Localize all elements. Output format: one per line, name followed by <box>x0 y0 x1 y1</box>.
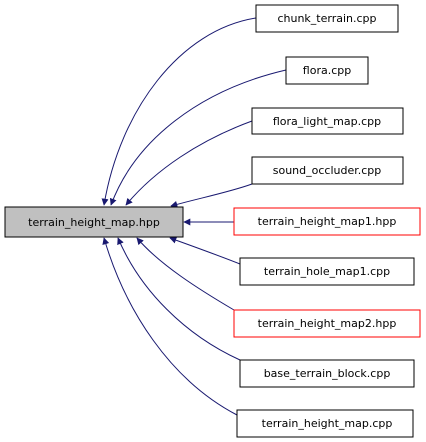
edge-base-terrain-block <box>117 237 241 361</box>
node-label: terrain_height_map2.hpp <box>258 317 397 330</box>
edge-sound-occluder <box>170 183 253 208</box>
edge-flora <box>109 69 287 206</box>
edge-terrain-hole-map1 <box>169 236 241 265</box>
node-label: terrain_hole_map1.cpp <box>264 265 390 278</box>
node-label: chunk_terrain.cpp <box>277 12 376 25</box>
node-box <box>236 409 414 438</box>
node-box <box>255 4 399 33</box>
node-label: flora.cpp <box>303 64 351 77</box>
node-terrain-hole-map1-cpp[interactable]: terrain_hole_map1.cpp <box>239 257 415 286</box>
node-box <box>239 257 415 286</box>
node-label: flora_light_map.cpp <box>273 115 381 128</box>
node-box <box>285 56 369 85</box>
node-chunk-terrain-cpp[interactable]: chunk_terrain.cpp <box>255 4 399 33</box>
edges <box>101 17 287 416</box>
node-label: base_terrain_block.cpp <box>264 367 391 380</box>
node-box <box>239 359 415 388</box>
node-box <box>233 207 421 236</box>
node-label: terrain_height_map1.hpp <box>258 215 397 228</box>
edge-chunk-terrain <box>101 17 257 206</box>
node-base-terrain-block-cpp[interactable]: base_terrain_block.cpp <box>239 359 415 388</box>
node-label: terrain_height_map.cpp <box>262 417 393 430</box>
node-sound-occluder-cpp[interactable]: sound_occluder.cpp <box>251 156 404 185</box>
node-terrain-height-map2-hpp[interactable]: terrain_height_map2.hpp <box>233 309 421 338</box>
node-box <box>251 107 404 135</box>
edge-terrain-height-map2 <box>136 237 235 311</box>
node-terrain-height-map-hpp[interactable]: terrain_height_map.hpp <box>4 206 184 238</box>
edge-terrain-height-map-cpp <box>102 237 238 416</box>
node-flora-cpp[interactable]: flora.cpp <box>285 56 369 85</box>
node-box <box>251 156 404 185</box>
node-box <box>4 206 184 238</box>
node-label: sound_occluder.cpp <box>273 164 382 177</box>
node-label: terrain_height_map.hpp <box>28 216 160 229</box>
edge-flora-light-map <box>125 120 253 206</box>
node-box <box>233 309 421 338</box>
node-terrain-height-map1-hpp[interactable]: terrain_height_map1.hpp <box>233 207 421 236</box>
node-flora-light-map-cpp[interactable]: flora_light_map.cpp <box>251 107 404 135</box>
node-terrain-height-map-cpp[interactable]: terrain_height_map.cpp <box>236 409 414 438</box>
